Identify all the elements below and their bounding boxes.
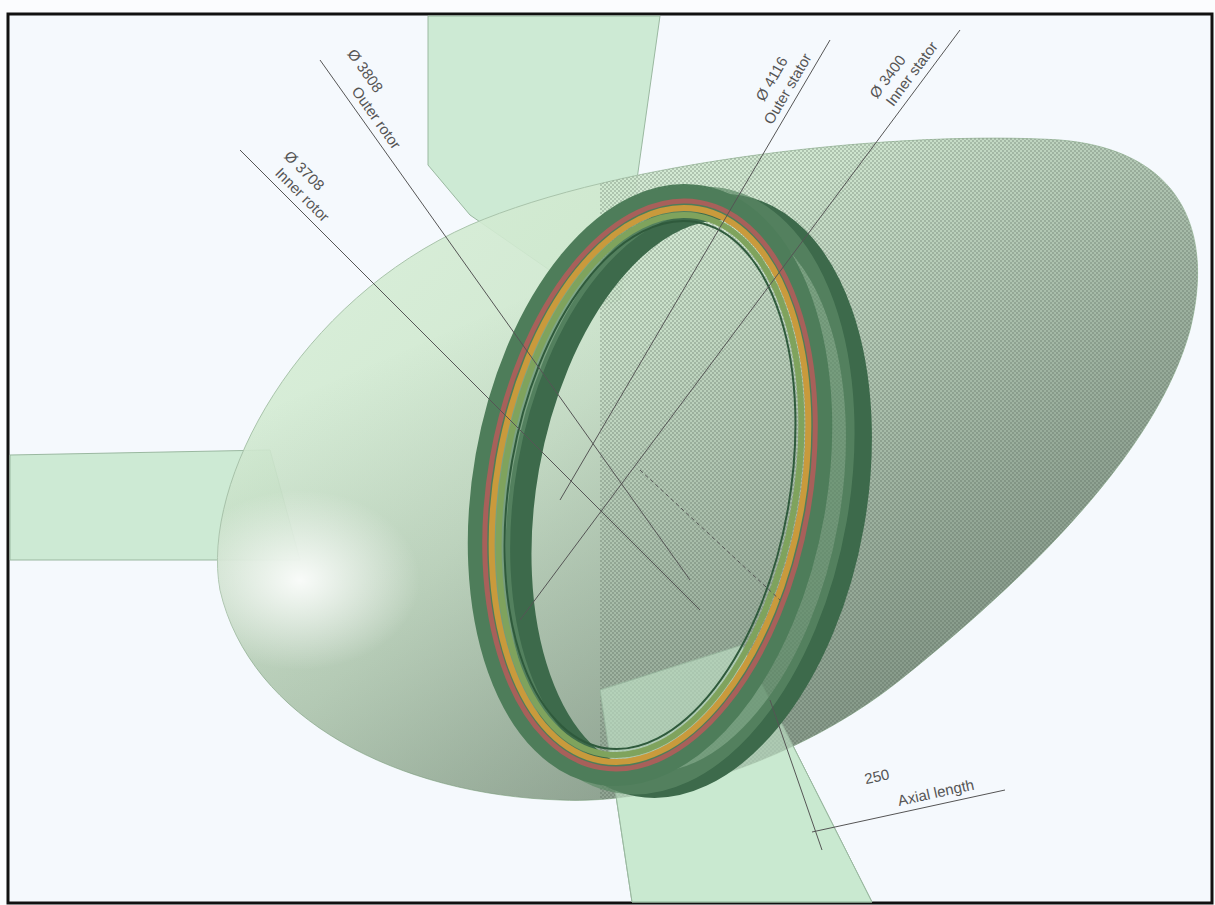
leader-lines <box>240 30 1005 850</box>
generator-ring <box>436 169 902 812</box>
nacelle <box>180 120 1215 820</box>
